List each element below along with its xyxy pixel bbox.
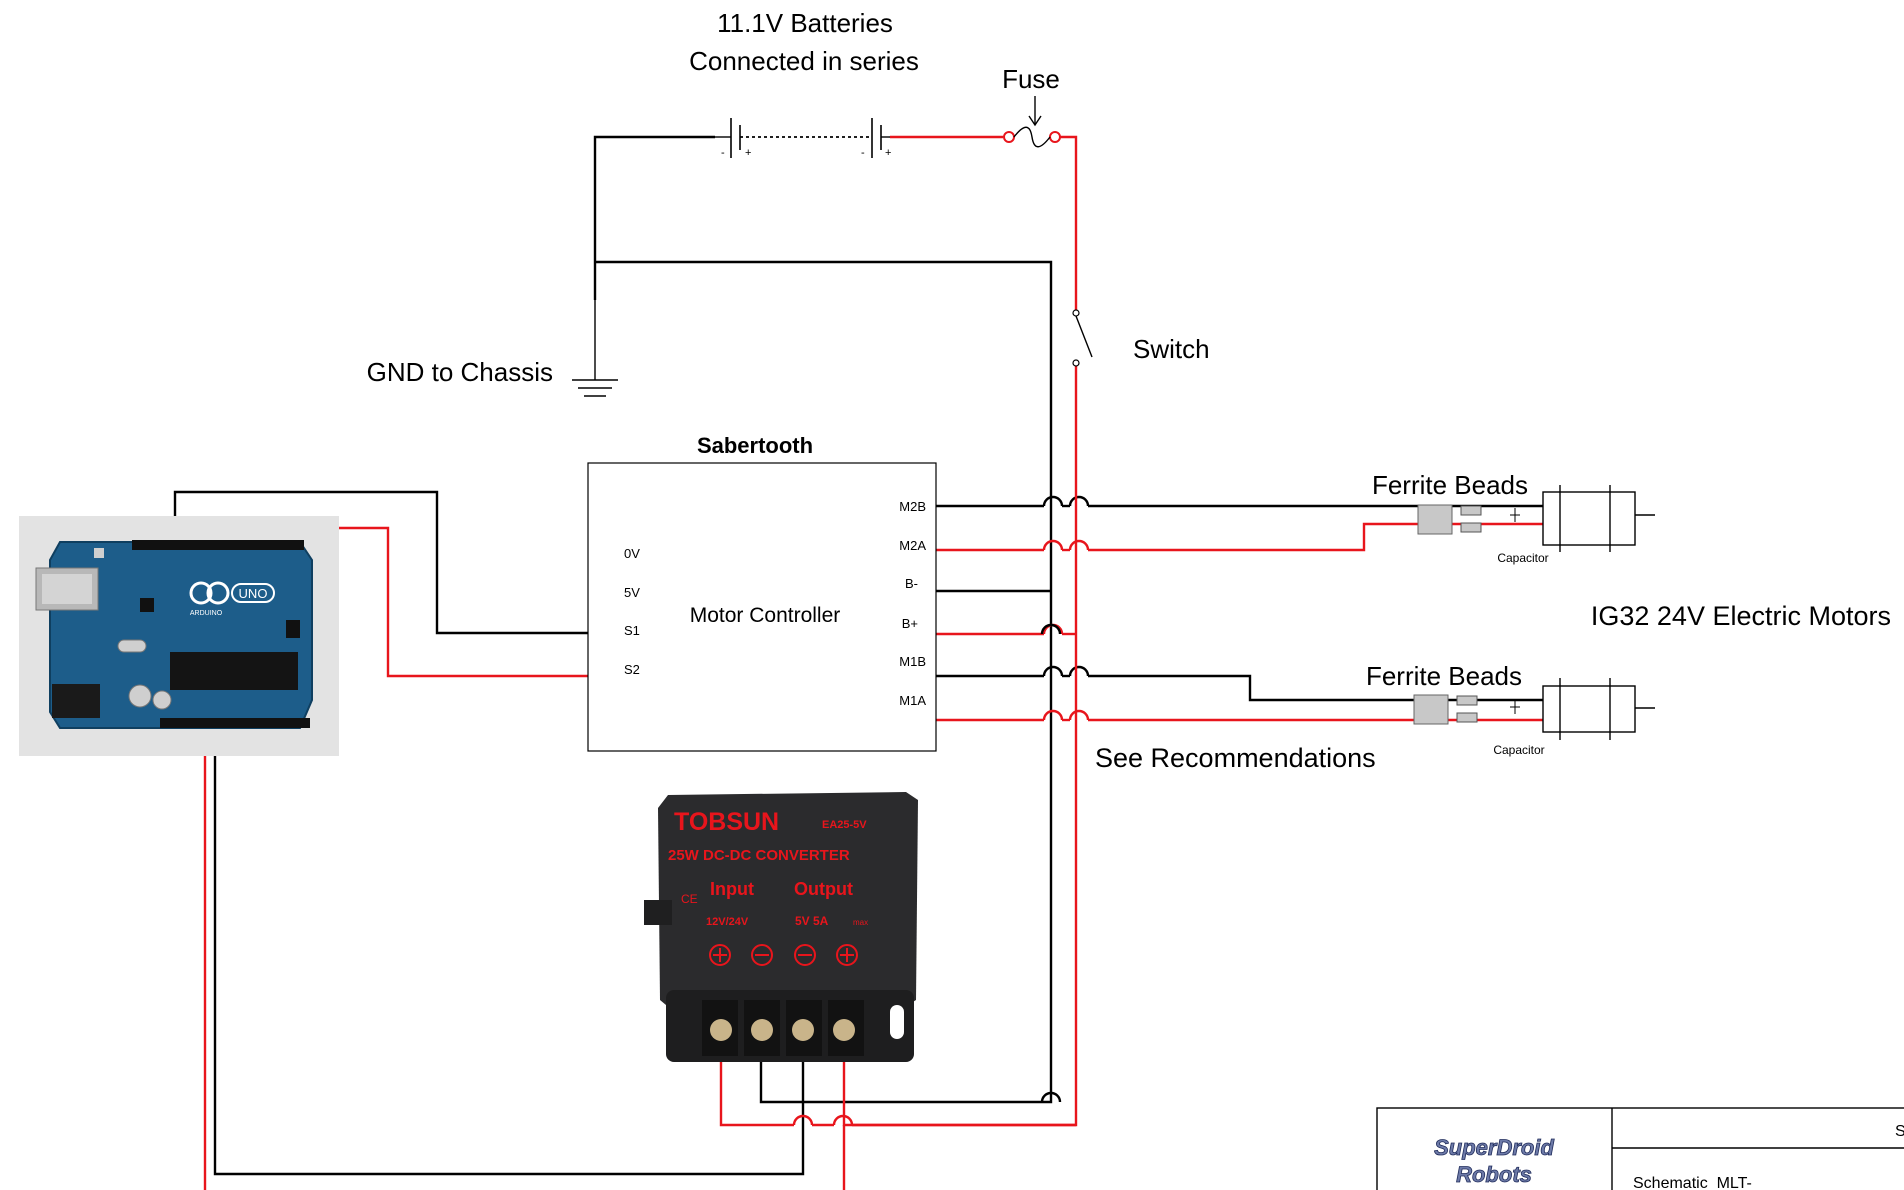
motor-top: Ferrite Beads Capacitor (1372, 470, 1655, 565)
gnd-label: GND to Chassis (367, 357, 553, 387)
title-block-corner: S (1895, 1123, 1904, 1140)
converter-ce-mark: CE (681, 892, 698, 906)
ferrite-beads-label-top: Ferrite Beads (1372, 470, 1528, 500)
converter-polarity-marks (709, 944, 858, 966)
converter-brand: TOBSUN (674, 808, 779, 836)
converter-output-voltage: 5V 5A (795, 914, 829, 928)
pin-label-m2b: M2B (899, 499, 926, 514)
capacitor-label-bottom: Capacitor (1493, 743, 1544, 757)
sabertooth-label: Sabertooth (697, 433, 813, 458)
capacitor-label-top: Capacitor (1497, 551, 1548, 565)
pin-label-5v: 5V (624, 585, 640, 600)
pin-label-s2: S2 (624, 662, 640, 677)
pin-label-m1b: M1B (899, 654, 926, 669)
battery-minus-sign: - (861, 147, 865, 159)
logo-superdroid: SuperDroid (1434, 1135, 1554, 1160)
schematic-title: Schematic_MLT- (1633, 1175, 1752, 1190)
ground-symbol (572, 300, 618, 397)
motor-controller: Sabertooth Motor Controller 0V 5V S1 S2 … (587, 433, 937, 752)
batteries-series-label: Connected in series (689, 46, 919, 76)
switch-label: Switch (1133, 334, 1210, 364)
title-block: SuperDroid Robots Schematic_MLT- S (1376, 1107, 1904, 1190)
converter-terminals (702, 1000, 864, 1056)
battery-plus-sign: + (885, 147, 891, 159)
dc-dc-converter: TOBSUN EA25-5V 25W DC-DC CONVERTER CE In… (644, 792, 918, 1062)
pin-label-b-minus: B- (905, 576, 918, 591)
battery-minus-sign: - (721, 147, 725, 159)
motor-bottom: Ferrite Beads Capacitor (1366, 661, 1655, 757)
motors-label: IG32 24V Electric Motors (1591, 601, 1891, 631)
pin-label-s1: S1 (624, 623, 640, 638)
converter-input-voltage: 12V/24V (706, 916, 749, 928)
pin-label-b-plus: B+ (902, 616, 918, 631)
converter-output-max: max (853, 918, 868, 927)
arduino-brand-label: ARDUINO (190, 610, 223, 617)
batteries-label: 11.1V Batteries (717, 8, 893, 38)
battery-pack: - + - + (715, 118, 891, 159)
fuse-label: Fuse (1002, 64, 1060, 94)
arduino-board: UNO ARDUINO (19, 516, 339, 756)
arduino-uno-label: UNO (239, 586, 268, 601)
pin-label-m2a: M2A (899, 538, 926, 553)
battery-plus-sign: + (745, 147, 751, 159)
ferrite-beads-label-bottom: Ferrite Beads (1366, 661, 1522, 691)
recommendations-label: See Recommendations (1095, 743, 1376, 773)
switch-symbol (1072, 309, 1093, 367)
converter-input-label: Input (710, 879, 754, 899)
pin-label-m1a: M1A (899, 693, 926, 708)
pin-label-0v: 0V (624, 546, 640, 561)
wire-crossings (1040, 623, 1062, 1103)
converter-output-label: Output (794, 879, 853, 899)
fuse-symbol (1003, 96, 1061, 148)
converter-model: EA25-5V (822, 819, 867, 831)
converter-title: 25W DC-DC CONVERTER (668, 847, 850, 864)
motor-controller-label: Motor Controller (690, 604, 841, 627)
logo-robots: Robots (1456, 1162, 1532, 1187)
